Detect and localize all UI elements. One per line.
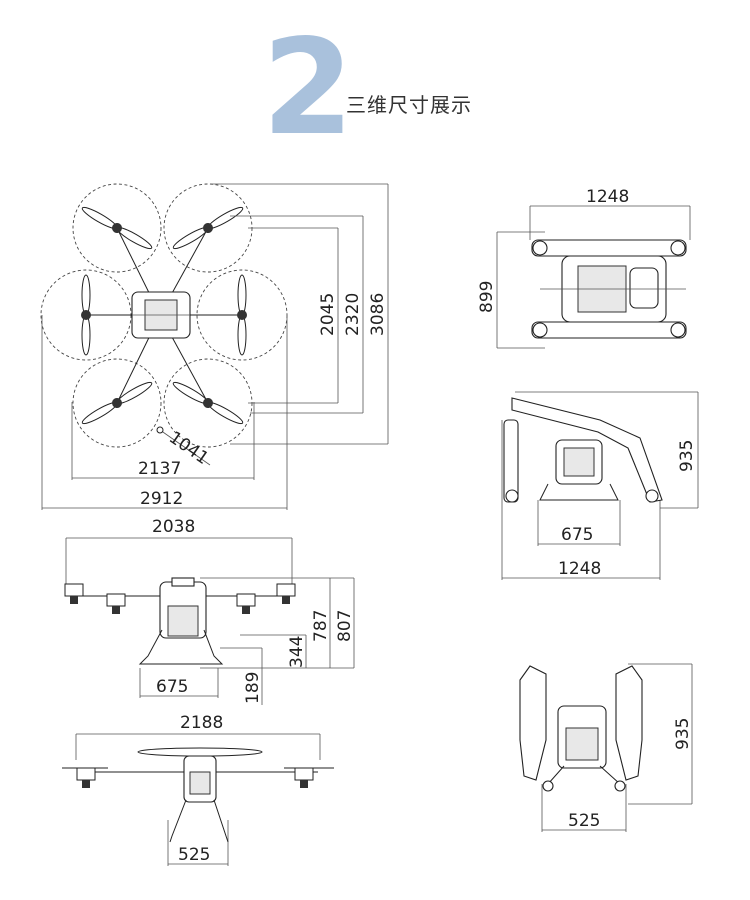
front-view: 2038 787 807 344 675 189 [64,517,355,705]
dim-344: 344 [287,636,307,668]
dim-935-front: 935 [673,718,693,750]
dim-189: 189 [243,672,263,704]
dim-2188: 2188 [180,713,223,733]
dim-807: 807 [335,610,355,642]
dim-2912: 2912 [140,489,183,509]
dim-2320: 2320 [343,293,363,336]
dim-787: 787 [311,610,331,642]
dim-525-side: 525 [178,845,210,865]
side-view: 2188 525 [62,713,334,866]
dim-525-front: 525 [568,811,600,831]
top-view: 2045 2320 3086 1041 2137 2912 [40,183,389,510]
folded-front-view: 935 525 [519,663,693,832]
dim-675-front: 675 [156,677,188,697]
dim-1248-side: 1248 [558,559,601,579]
dim-3086: 3086 [368,293,388,336]
dim-899: 899 [477,281,497,313]
dim-2137: 2137 [138,459,181,479]
dim-935-side: 935 [677,440,697,472]
section-number: 2 [262,11,354,165]
dim-2038: 2038 [152,517,195,537]
folded-side-view: 935 675 1248 [501,391,699,580]
dim-1248-top: 1248 [586,187,629,207]
folded-top-view: 1248 899 [477,187,691,349]
dim-2045: 2045 [318,293,338,336]
dim-675-side: 675 [561,525,593,545]
section-title: 三维尺寸展示 [346,93,472,117]
